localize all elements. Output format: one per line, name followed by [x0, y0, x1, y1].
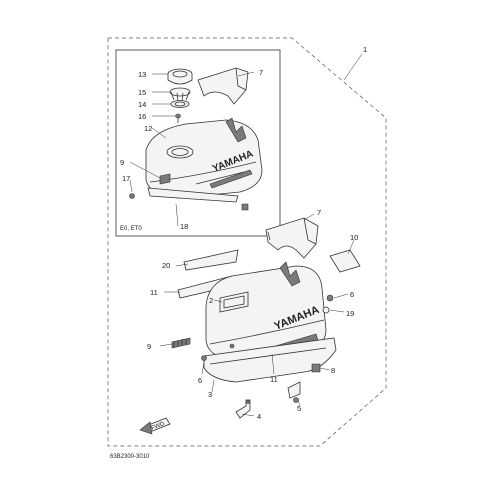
fwd-label: FWD — [151, 421, 167, 432]
callout-20: 20 — [162, 261, 170, 270]
bolt-6-right — [326, 294, 334, 302]
inset-bolt-17 — [129, 193, 135, 199]
callout-4: 4 — [257, 412, 261, 421]
callout-16: 16 — [138, 112, 146, 121]
inset-nut — [241, 203, 249, 211]
callout-2: 2 — [209, 296, 213, 305]
callout-6b: 6 — [198, 376, 202, 385]
leader-lines — [129, 53, 363, 417]
decal-strip-20 — [183, 249, 239, 271]
decal-label — [329, 249, 361, 273]
callout-18: 18 — [180, 222, 188, 231]
bottom-seal-rim — [203, 337, 337, 383]
nut-8 — [311, 363, 321, 373]
screw — [175, 113, 181, 123]
callout-1: 1 — [363, 45, 367, 54]
callout-8: 8 — [331, 366, 335, 375]
filler-cap — [167, 68, 193, 85]
callout-9b: 9 — [147, 342, 151, 351]
filter-element — [169, 87, 191, 102]
top-cover — [265, 217, 319, 259]
bracket-lower-left — [235, 399, 251, 419]
grommet-19 — [322, 306, 330, 314]
inset-cover — [197, 67, 249, 105]
callout-5: 5 — [297, 404, 301, 413]
callout-19: 19 — [346, 309, 354, 318]
bolt-6-left — [201, 355, 207, 361]
callout-11a: 11 — [150, 288, 158, 297]
fwd-arrow-icon: FWD — [139, 417, 171, 435]
gasket — [170, 100, 190, 108]
callout-13: 13 — [138, 70, 146, 79]
callout-17: 17 — [122, 174, 130, 183]
callout-9a: 9 — [120, 158, 124, 167]
inset-top-cowling: YAMAHA — [145, 117, 263, 203]
callout-12: 12 — [144, 124, 152, 133]
callout-14: 14 — [138, 100, 146, 109]
callout-6a: 6 — [350, 290, 354, 299]
callout-7b: 7 — [317, 208, 321, 217]
callout-3: 3 — [208, 390, 212, 399]
bracket-lower-right — [287, 381, 301, 403]
inset-box — [115, 49, 281, 237]
callout-15: 15 — [138, 88, 146, 97]
callout-10: 10 — [350, 233, 358, 242]
callout-11b: 11 — [270, 375, 278, 384]
callout-7a: 7 — [259, 68, 263, 77]
emblem-plate — [171, 337, 191, 349]
inset-variant-label: E0, ET0 — [120, 226, 142, 232]
assembly-boundary-dashed — [107, 37, 387, 447]
part-code-label: 63B2300-3010 — [110, 454, 150, 460]
